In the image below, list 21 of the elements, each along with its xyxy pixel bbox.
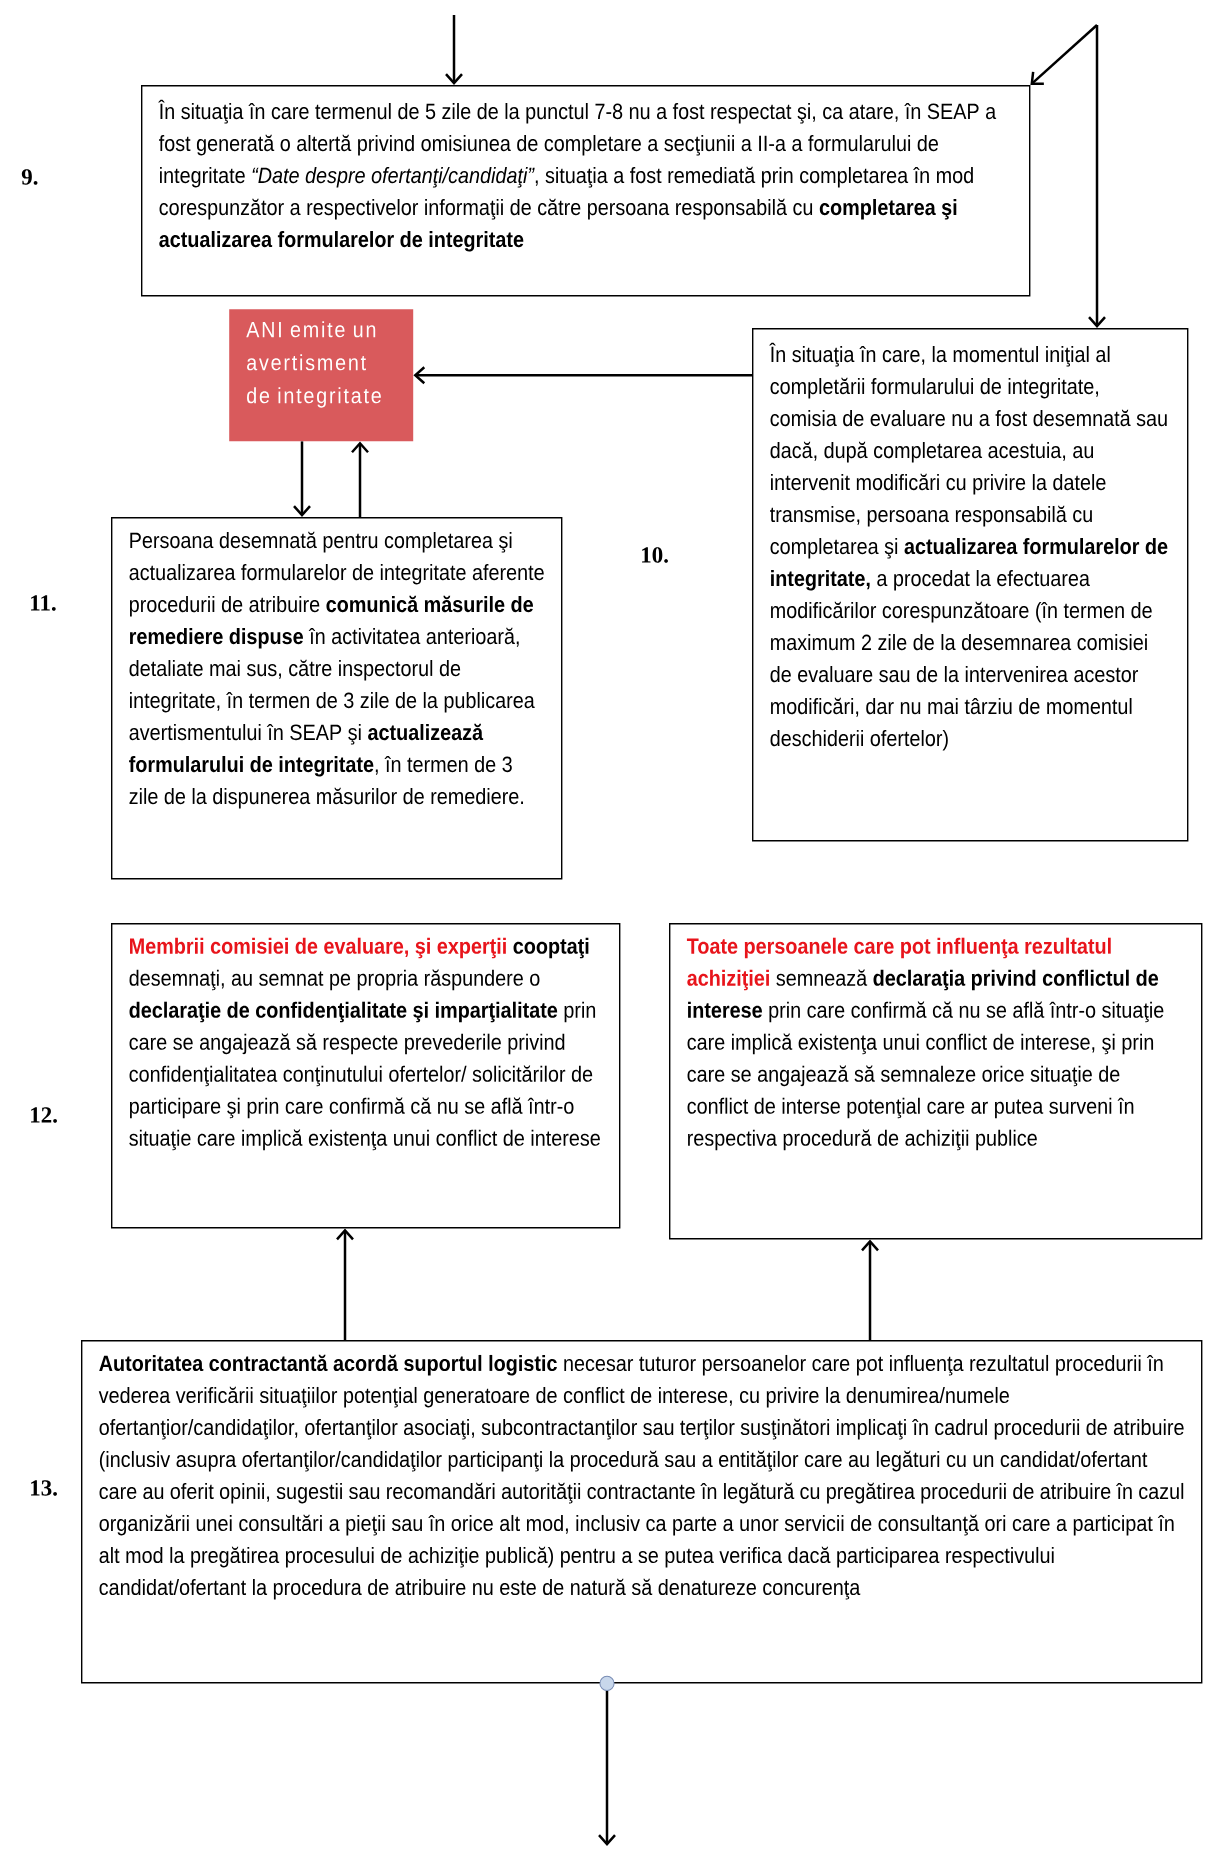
arrow — [598, 1675, 616, 1847]
step-number: 13. — [31, 1480, 57, 1496]
arrow — [445, 15, 463, 85]
arrow — [1088, 25, 1106, 328]
step-number: 10. — [642, 547, 668, 563]
step-number: 11. — [31, 595, 56, 611]
arrow — [351, 441, 369, 517]
process-box: Toate persoanele care pot influenţa rezultatul achiziţiei semnează declaraţia privind conflictul de interese prin care confirmă că nu se află într-o situaţie care implică existenţa unui conflict de interese, şi prin care se angajează să semnaleze orice situaţie de conflict de interse potenţial care ar putea surveni în respectiva procedură de achiziţii publice — [669, 923, 1203, 1240]
process-box: În situaţia în care, la momentul iniţial al completării formularului de integritate, comisia de evaluare nu a fost desemnată sau dacă, după completarea acestuia, au intervenit modificări cu privire la datele transmise, persoana responsabilă cu completarea şi actualizarea formularelor de integritate, a procedat la efectuarea modificărilor corespunzătoare (în termen de maximum 2 zile de la desemnarea comisiei de evaluare sau de la intervenirea acestor modificări, dar nu mai târziu de momentul deschiderii ofertelor) — [752, 328, 1189, 842]
arrow — [1030, 24, 1098, 85]
arrow — [861, 1239, 879, 1340]
alert-box: ANI emite un avertisment de integritate — [229, 309, 414, 442]
arrow — [413, 366, 752, 385]
process-box: În situaţia în care termenul de 5 zile de la punctul 7-8 nu a fost respectat şi, ca atare, în SEAP a fost generată o altertă privind omisiunea de completare a secţiunii a II-a a formularului de integritate “Date despre ofertanţi/candidaţi”, situaţia a fost remediată prin completarea în mod corespunzător a respectivelor informaţii de către persoana responsabilă cu completarea şi actualizarea formularelor de integritate — [141, 85, 1031, 297]
process-box: Autoritatea contractantă acordă suportul logistic necesar tuturor persoanelor care pot influenţa rezultatul procedurii în vederea verificării situaţiilor potenţial generatoare de conflict de interese, cu privire la denumirea/numele ofertanţior/candidaţilor, ofertanţilor asociaţi, subcontractanţilor sau terţilor susţinători implicaţi în cadrul procedurii de atribuire (inclusiv asupra ofertanţilor/candidaţilor participanţi la procedură sau a entităţilor care au legături cu un candidat/ofertant care au oferit opinii, sugestii sau recomandări autorităţii contractante în legătură cu pregătirea procedurii de atribuire în cazul organizării unei consultări a pieţii sau în orice alt mod, inclusiv ca parte a unor servicii de consultanţă ori care a participat în alt mod la pregătirea procesului de achiziţie publică) pentru a se putea verifica dacă participarea respectivului candidat/ofertant la procedura de atribuire nu este de natură să denatureze concurenţa — [81, 1340, 1203, 1684]
process-box: Persoana desemnată pentru completarea şi actualizarea formularelor de integritate aferente procedurii de atribuire comunică măsurile de remediere dispuse în activitatea anterioară, detaliate mai sus, către inspectorul de integritate, în termen de 3 zile de la publicarea avertismentului în SEAP şi actualizează formularului de integritate, în termen de 3 zile de la dispunerea măsurilor de remediere. — [111, 517, 563, 880]
arrow — [293, 441, 311, 517]
arrow — [336, 1228, 354, 1340]
process-box: Membrii comisiei de evaluare, şi experţii cooptaţi desemnaţi, au semnat pe propria răspundere o declaraţie de confidenţialitate şi imparţialitate prin care se angajează să respecte prevederile privind confidenţialitatea conţinutului ofertelor/ solicitărilor de participare şi prin care confirmă că nu se află într-o situaţie care implică existenţa unui conflict de interese — [111, 923, 621, 1229]
step-number: 12. — [31, 1107, 57, 1123]
step-number: 9. — [21, 169, 38, 185]
